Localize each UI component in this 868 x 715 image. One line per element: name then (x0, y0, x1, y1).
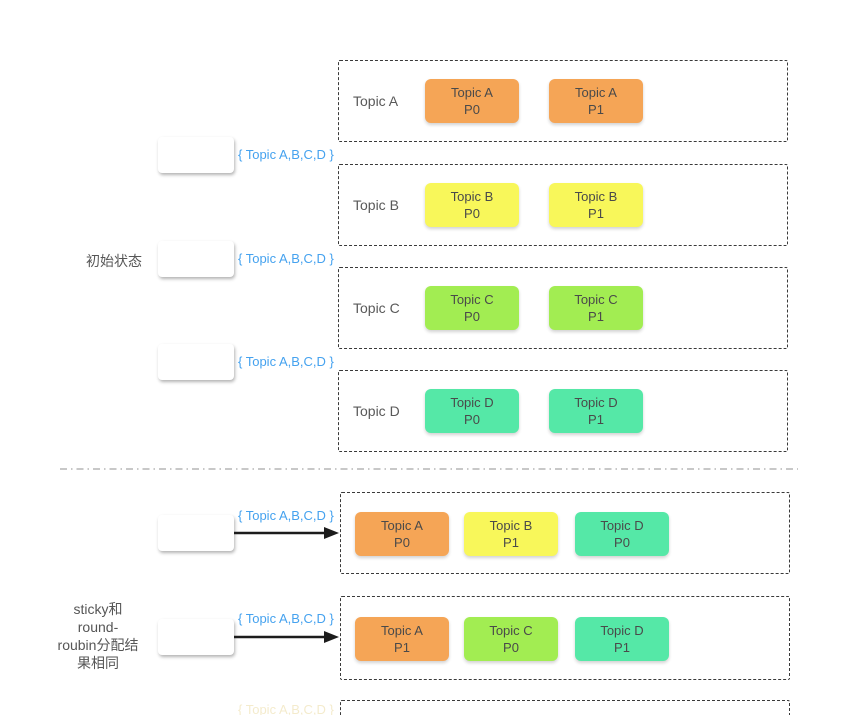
sticky-roundrobin-label: sticky和 round- roubin分配结 果相同 (33, 600, 163, 672)
partition-chip: Topic D P0 (575, 512, 669, 556)
subscription-label-c2-result-partial: { Topic A,B,C,D } (238, 702, 334, 715)
chip-topic-line: Topic A (381, 518, 423, 533)
topic-label: Topic C (353, 300, 400, 316)
chip-topic-line: Topic C (574, 292, 618, 307)
chip-topic-line: Topic B (574, 189, 618, 204)
initial-state-label: 初始状态 (86, 253, 142, 269)
chip-partition-line: P0 (503, 640, 519, 655)
partition-chip: Topic D P1 (549, 389, 643, 433)
chip-topic-line: Topic D (600, 518, 644, 533)
partition-chip: Topic C P1 (549, 286, 643, 330)
consumer-box-c1-result: C 1 (158, 619, 234, 655)
topic-b-container: Topic B Topic B P0 Topic B P1 (338, 164, 788, 246)
consumer-box-c0-result: C 0 (158, 515, 234, 551)
subscription-label-c0: { Topic A,B,C,D } (238, 147, 334, 162)
arrow-c1-assignment (234, 631, 339, 643)
consumer-label: C 0 (185, 525, 207, 541)
partition-chip: Topic B P0 (425, 183, 519, 227)
topic-d-container: Topic D Topic D P0 Topic D P1 (338, 370, 788, 452)
subscription-label-c1: { Topic A,B,C,D } (238, 251, 334, 266)
chip-topic-line: Topic A (451, 85, 493, 100)
chip-partition-line: P0 (464, 206, 480, 221)
partition-chip: Topic D P0 (425, 389, 519, 433)
partition-chip: Topic D P1 (575, 617, 669, 661)
chip-topic-line: Topic A (381, 623, 423, 638)
sticky-label-line: 果相同 (77, 655, 119, 671)
partition-chip: Topic A P0 (425, 79, 519, 123)
sticky-label-line: round- (77, 619, 119, 635)
assignment-container-c1: Topic A P1 Topic C P0 Topic D P1 (340, 596, 790, 680)
chip-partition-line: P0 (464, 412, 480, 427)
sticky-label-line: roubin分配结 (57, 637, 139, 653)
consumer-label: C 1 (185, 251, 207, 267)
chip-topic-line: Topic C (489, 623, 533, 638)
chip-partition-line: P0 (464, 102, 480, 117)
chip-topic-line: Topic B (450, 189, 494, 204)
consumer-box-c0: C 0 (158, 137, 234, 173)
consumer-box-c1: C 1 (158, 241, 234, 277)
partition-chip: Topic A P1 (549, 79, 643, 123)
chip-partition-line: P1 (503, 535, 519, 550)
subscription-label-c2: { Topic A,B,C,D } (238, 354, 334, 369)
topic-label: Topic A (353, 93, 399, 109)
partition-chip: Topic C P0 (464, 617, 558, 661)
topic-label: Topic B (353, 197, 399, 213)
chip-partition-line: P1 (588, 309, 604, 324)
subscription-label-c1-result: { Topic A,B,C,D } (238, 611, 334, 626)
chip-partition-line: P1 (588, 102, 604, 117)
chip-partition-line: P0 (614, 535, 630, 550)
chip-partition-line: P1 (588, 206, 604, 221)
chip-topic-line: Topic D (450, 395, 494, 410)
chip-topic-line: Topic C (450, 292, 494, 307)
partition-chip: Topic C P0 (425, 286, 519, 330)
sticky-label-line: sticky和 (73, 601, 123, 617)
chip-partition-line: P1 (614, 640, 630, 655)
chip-partition-line: P0 (394, 535, 410, 550)
section-divider-line (60, 468, 798, 470)
consumer-label: C 0 (185, 147, 207, 163)
assignment-container-c2-partial (340, 700, 790, 715)
consumer-label: C 2 (185, 354, 207, 370)
topic-c-container: Topic C Topic C P0 Topic C P1 (338, 267, 788, 349)
chip-partition-line: P1 (588, 412, 604, 427)
chip-topic-line: Topic B (489, 518, 533, 533)
chip-partition-line: P0 (464, 309, 480, 324)
consumer-label: C 1 (185, 629, 207, 645)
assignment-container-c0: Topic A P0 Topic B P1 Topic D P0 (340, 492, 790, 574)
partition-chip: Topic B P1 (549, 183, 643, 227)
partition-chip: Topic A P0 (355, 512, 449, 556)
partition-chip: Topic B P1 (464, 512, 558, 556)
chip-topic-line: Topic D (600, 623, 644, 638)
chip-topic-line: Topic D (574, 395, 618, 410)
chip-topic-line: Topic A (575, 85, 617, 100)
consumer-box-c2: C 2 (158, 344, 234, 380)
topic-label: Topic D (353, 403, 400, 419)
topic-a-container: Topic A Topic A P0 Topic A P1 (338, 60, 788, 142)
subscription-label-c0-result: { Topic A,B,C,D } (238, 508, 334, 523)
partition-chip: Topic A P1 (355, 617, 449, 661)
chip-partition-line: P1 (394, 640, 410, 655)
arrow-c0-assignment (234, 527, 339, 539)
